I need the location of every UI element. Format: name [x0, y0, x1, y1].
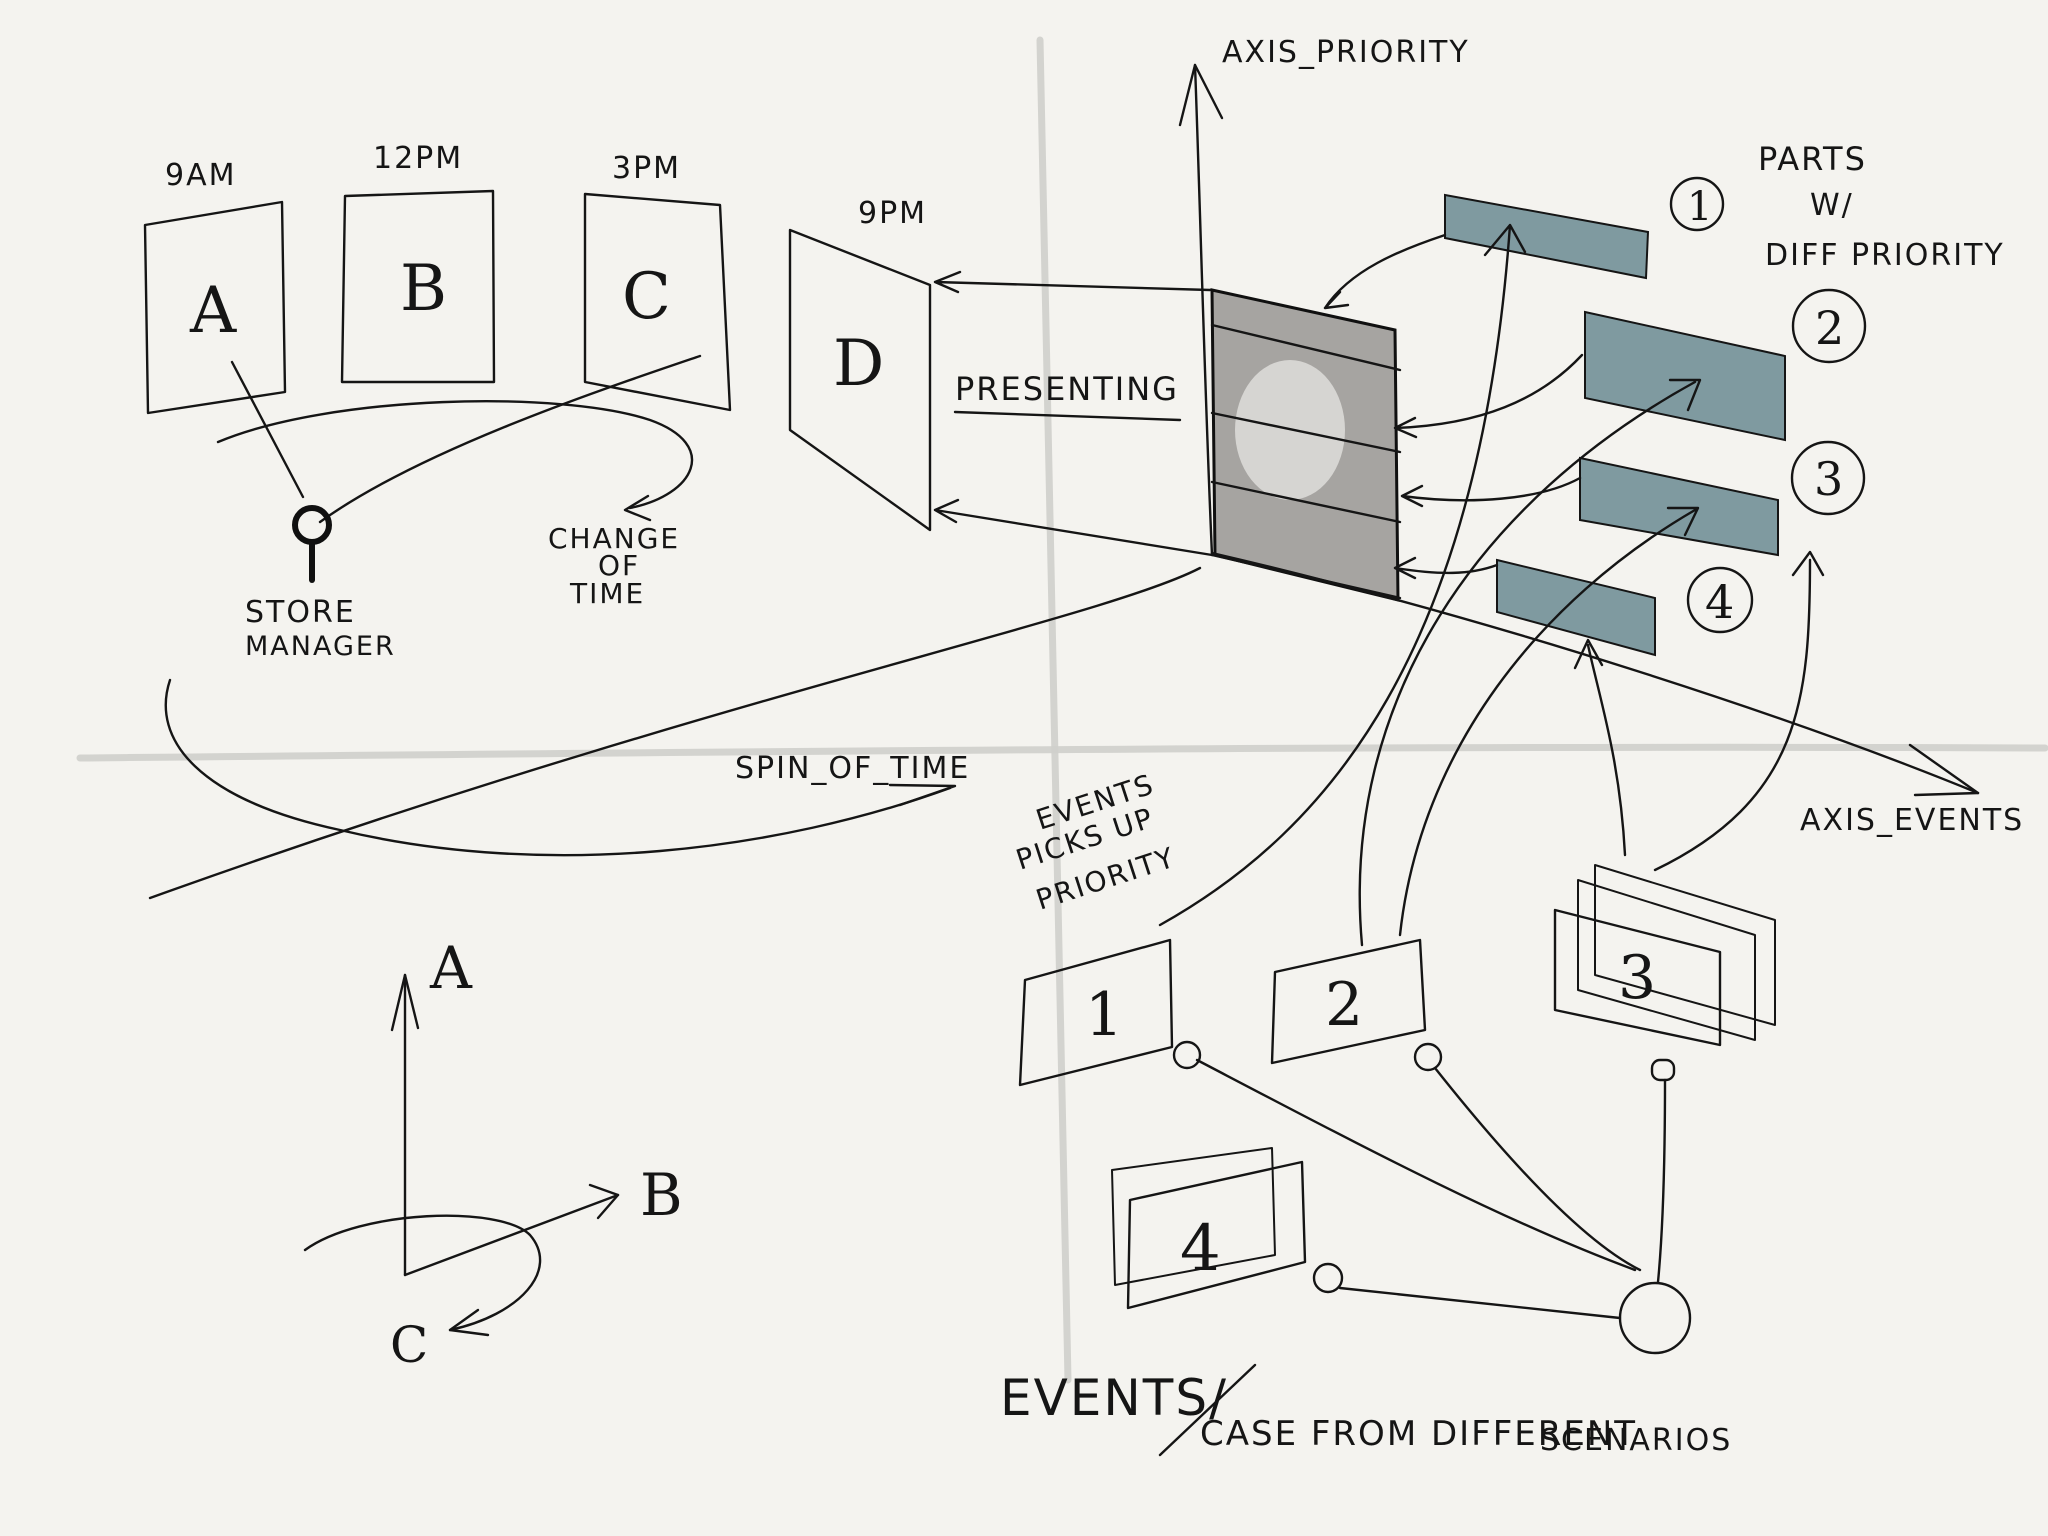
priority-part-number-2: 2 [1815, 301, 1844, 355]
panel-letter-d: D [833, 327, 884, 401]
priority-part-number-4: 4 [1705, 575, 1734, 629]
event-2-to-part-2-arrow [1358, 378, 1702, 947]
axis-legend-a: A [429, 934, 473, 1002]
time-panel-3pm: 3PM C [583, 151, 732, 412]
event-card-4: 4 [1111, 1147, 1344, 1310]
parts-label-line2: W/ [1810, 188, 1854, 223]
panel-letter-a: A [189, 274, 237, 348]
axes-legend: A B C [303, 934, 683, 1374]
events-case-label-line1: EVENTS/ [1000, 1369, 1228, 1427]
axis-legend-c: C [390, 1316, 428, 1374]
event-card-number-3: 3 [1618, 943, 1656, 1013]
part-2-to-presenting-arrow [1393, 353, 1584, 439]
event-3-to-part-3-arrow [1653, 550, 1825, 872]
event-card-3: 3 [1553, 864, 1776, 1082]
store-manager-node: STORE MANAGER [230, 354, 702, 662]
event-hub-node [1195, 1058, 1692, 1355]
spin-of-time-curve: SPIN_OF_TIME [148, 566, 1202, 900]
events-case-label-line3: SCENARIOS [1540, 1423, 1732, 1458]
vertical-guide-line [1036, 36, 1072, 1384]
time-panel-9pm: 9PM D [788, 196, 932, 532]
event-card-1: 1 [1018, 938, 1202, 1087]
parts-label-line1: PARTS [1758, 140, 1867, 178]
axis-legend-b: B [640, 1161, 683, 1229]
event-1-to-part-1-arrow [1158, 223, 1527, 927]
store-manager-label-line2: MANAGER [245, 631, 396, 662]
parts-label-line3: DIFF PRIORITY [1765, 238, 2005, 273]
change-of-time-label-line3: TIME [569, 577, 645, 610]
store-manager-label-line1: STORE [245, 595, 356, 630]
axis-priority-label: AXIS_PRIORITY [1222, 35, 1470, 70]
presenting-arrow-top [933, 270, 1212, 294]
time-panel-9am: 9AM A [143, 158, 287, 415]
change-of-time-label-line2: OF [598, 549, 640, 582]
event-card-2: 2 [1270, 938, 1443, 1072]
axis-priority: AXIS_PRIORITY [1178, 35, 1470, 557]
horizontal-guide-line [76, 743, 2048, 762]
events-case-slash [1158, 1363, 1257, 1457]
panel-letter-c: C [622, 260, 671, 334]
time-label-12pm: 12PM [373, 141, 463, 176]
priority-part-3: 3 [1579, 440, 1866, 557]
spin-of-time-label: SPIN_OF_TIME [735, 751, 970, 786]
part-4-to-presenting-arrow [1393, 556, 1499, 580]
priority-part-number-1: 1 [1687, 184, 1712, 230]
priority-part-1: 1 [1444, 176, 1725, 280]
priority-part-number-3: 3 [1814, 452, 1843, 506]
panel-letter-b: B [400, 252, 447, 326]
time-label-9am: 9AM [165, 158, 237, 193]
change-of-time-loop: CHANGE OF TIME [216, 400, 694, 610]
axis-events-label: AXIS_EVENTS [1800, 803, 2024, 838]
time-label-9pm: 9PM [858, 196, 927, 231]
events-case-label-line2: CASE FROM DIFFERENT [1200, 1414, 1637, 1454]
time-label-3pm: 3PM [612, 151, 681, 186]
event-card-number-4: 4 [1180, 1212, 1221, 1286]
presenting-block [1210, 288, 1402, 602]
event-2b-to-part-3-arrow [1398, 506, 1700, 937]
axis-events: AXIS_EVENTS [1210, 551, 2024, 838]
part-3-to-presenting-arrow [1400, 476, 1582, 508]
priority-part-2: 2 [1584, 288, 1867, 442]
priority-part-4: 4 [1496, 558, 1754, 657]
time-panel-12pm: 12PM B [340, 141, 496, 384]
presenting-label: PRESENTING [955, 370, 1179, 408]
part-1-to-presenting-arrow [1323, 233, 1447, 310]
event-card-number-2: 2 [1325, 970, 1363, 1040]
presenting-arrow-bottom [933, 498, 1214, 557]
change-of-time-label-line1: CHANGE [548, 522, 680, 555]
presenting-underline [953, 410, 1182, 422]
event-card-number-1: 1 [1085, 980, 1123, 1050]
event-3-to-part-4-arrow [1573, 638, 1627, 857]
